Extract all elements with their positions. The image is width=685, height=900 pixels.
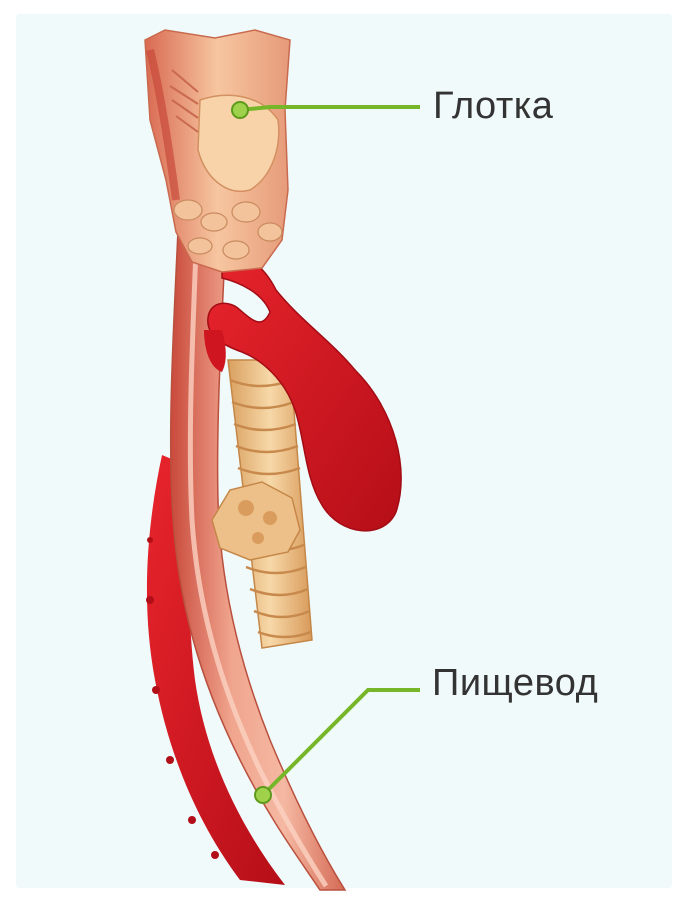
pharynx <box>145 30 290 272</box>
esophagus-marker-dot <box>255 787 271 803</box>
pharynx-label: Глотка <box>433 85 553 128</box>
pharynx-marker-dot <box>232 102 248 118</box>
esophagus-label: Пищевод <box>432 662 598 705</box>
